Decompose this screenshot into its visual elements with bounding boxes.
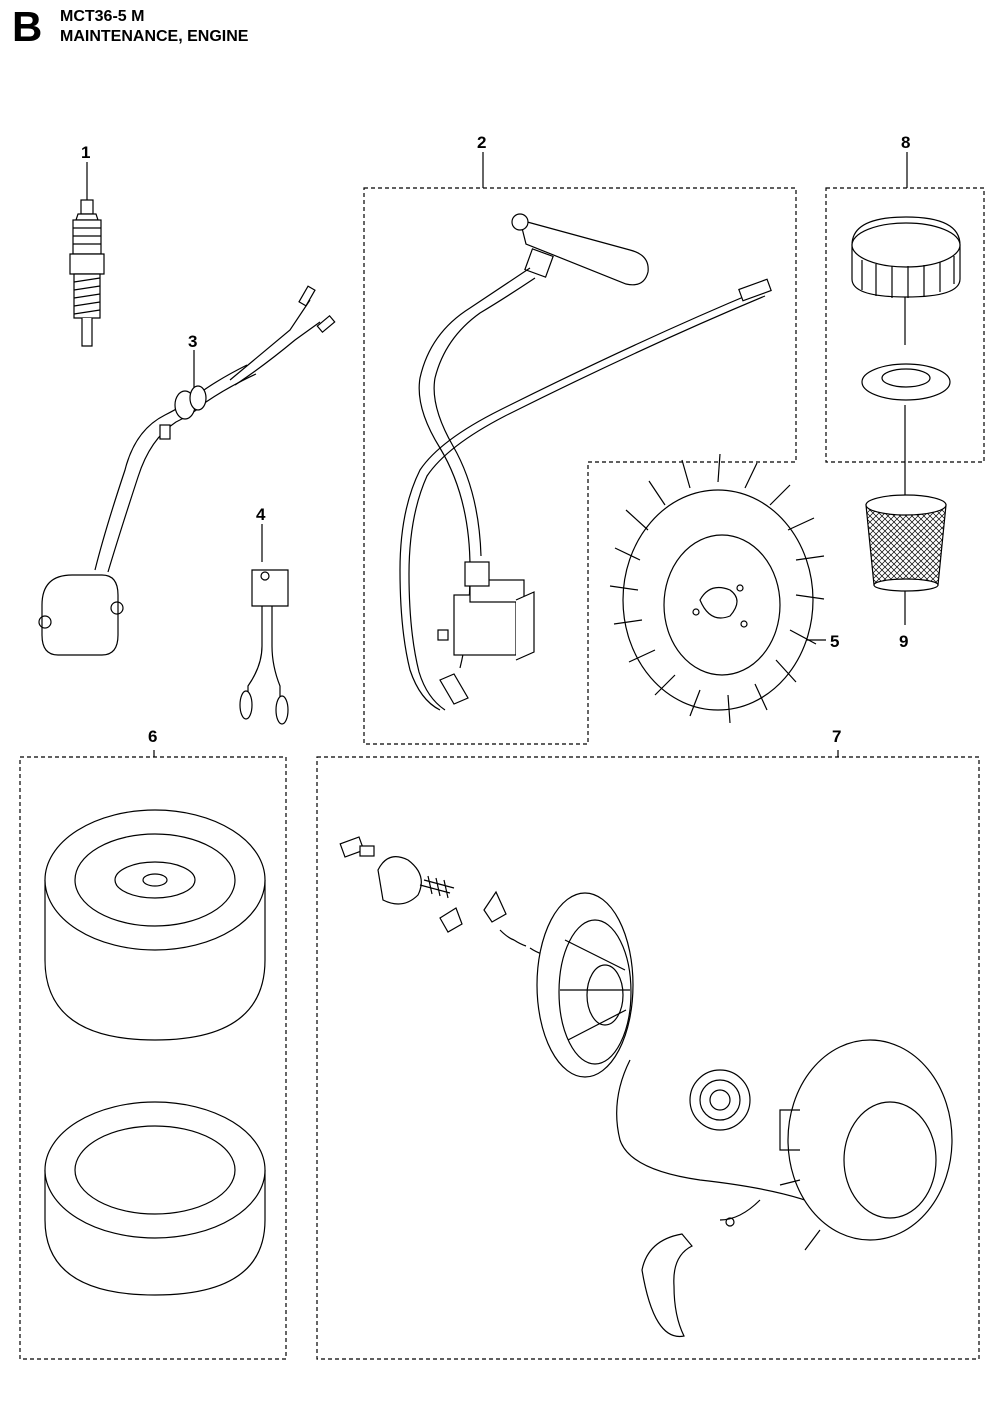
fuel-cap-8 [851, 216, 961, 401]
spark-plug [69, 199, 105, 347]
kit-6-box [19, 756, 287, 1360]
page-header: B MCT36-5 M MAINTENANCE, ENGINE [0, 0, 1000, 60]
callout-3: 3 [188, 332, 197, 351]
callout-8: 8 [901, 133, 910, 152]
kit-2-box [363, 187, 797, 745]
module-4 [239, 569, 289, 725]
section-letter: B [12, 3, 43, 50]
callout-6: 6 [148, 727, 157, 746]
page-title: MAINTENANCE, ENGINE [60, 28, 249, 45]
callout-4: 4 [256, 505, 266, 524]
ignition-coil-3 [38, 285, 336, 656]
callout-5: 5 [830, 632, 839, 651]
callout-7: 7 [832, 727, 841, 746]
callout-1: 1 [81, 143, 90, 162]
callout-9: 9 [899, 632, 908, 651]
fuel-strainer-9 [865, 494, 947, 592]
kit-7-box [316, 756, 980, 1360]
callout-2: 2 [477, 133, 486, 152]
ignition-coil-kit-2 [399, 213, 772, 711]
flywheel-5 [609, 453, 825, 724]
recoil-starter-7 [339, 836, 953, 1338]
model-number: MCT36-5 M [60, 8, 145, 25]
air-filter-6 [44, 809, 266, 1296]
